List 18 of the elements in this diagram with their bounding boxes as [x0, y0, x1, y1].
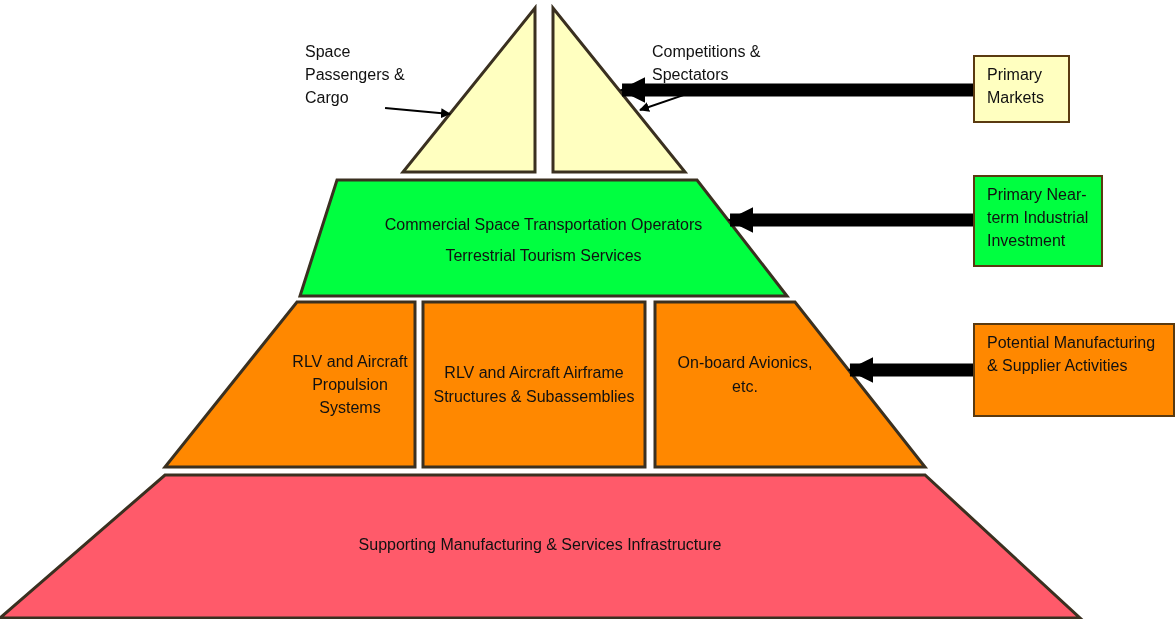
- pyramid-tier: [300, 180, 787, 296]
- callout-text: Competitions & Spectators: [652, 40, 787, 94]
- tier-label: RLV and Aircraft Airframe Structures & Subassemblies: [433, 363, 635, 407]
- pyramid-tier: [165, 302, 415, 467]
- legend-box: Primary Near-term Industrial Investment: [973, 175, 1103, 267]
- block-arrow: [727, 207, 973, 233]
- legend-box: Primary Markets: [973, 55, 1070, 123]
- tier-label: Supporting Manufacturing & Services Infrastructure: [358, 535, 722, 556]
- pyramid-tier: [423, 302, 645, 467]
- tier-label: Commercial Space Transportation Operators: [384, 214, 703, 235]
- pyramid-tier: [655, 302, 925, 467]
- tier-label: RLV and Aircraft Propulsion Systems: [291, 351, 409, 419]
- tier-label: On-board Avionics, etc.: [676, 353, 814, 397]
- tier-label: Terrestrial Tourism Services: [445, 246, 642, 266]
- legend-box: Potential Manufacturing & Supplier Activities: [973, 323, 1175, 417]
- callout-text: Space Passengers & Cargo: [305, 40, 425, 120]
- block-arrow: [847, 357, 973, 383]
- block-arrow: [619, 77, 973, 103]
